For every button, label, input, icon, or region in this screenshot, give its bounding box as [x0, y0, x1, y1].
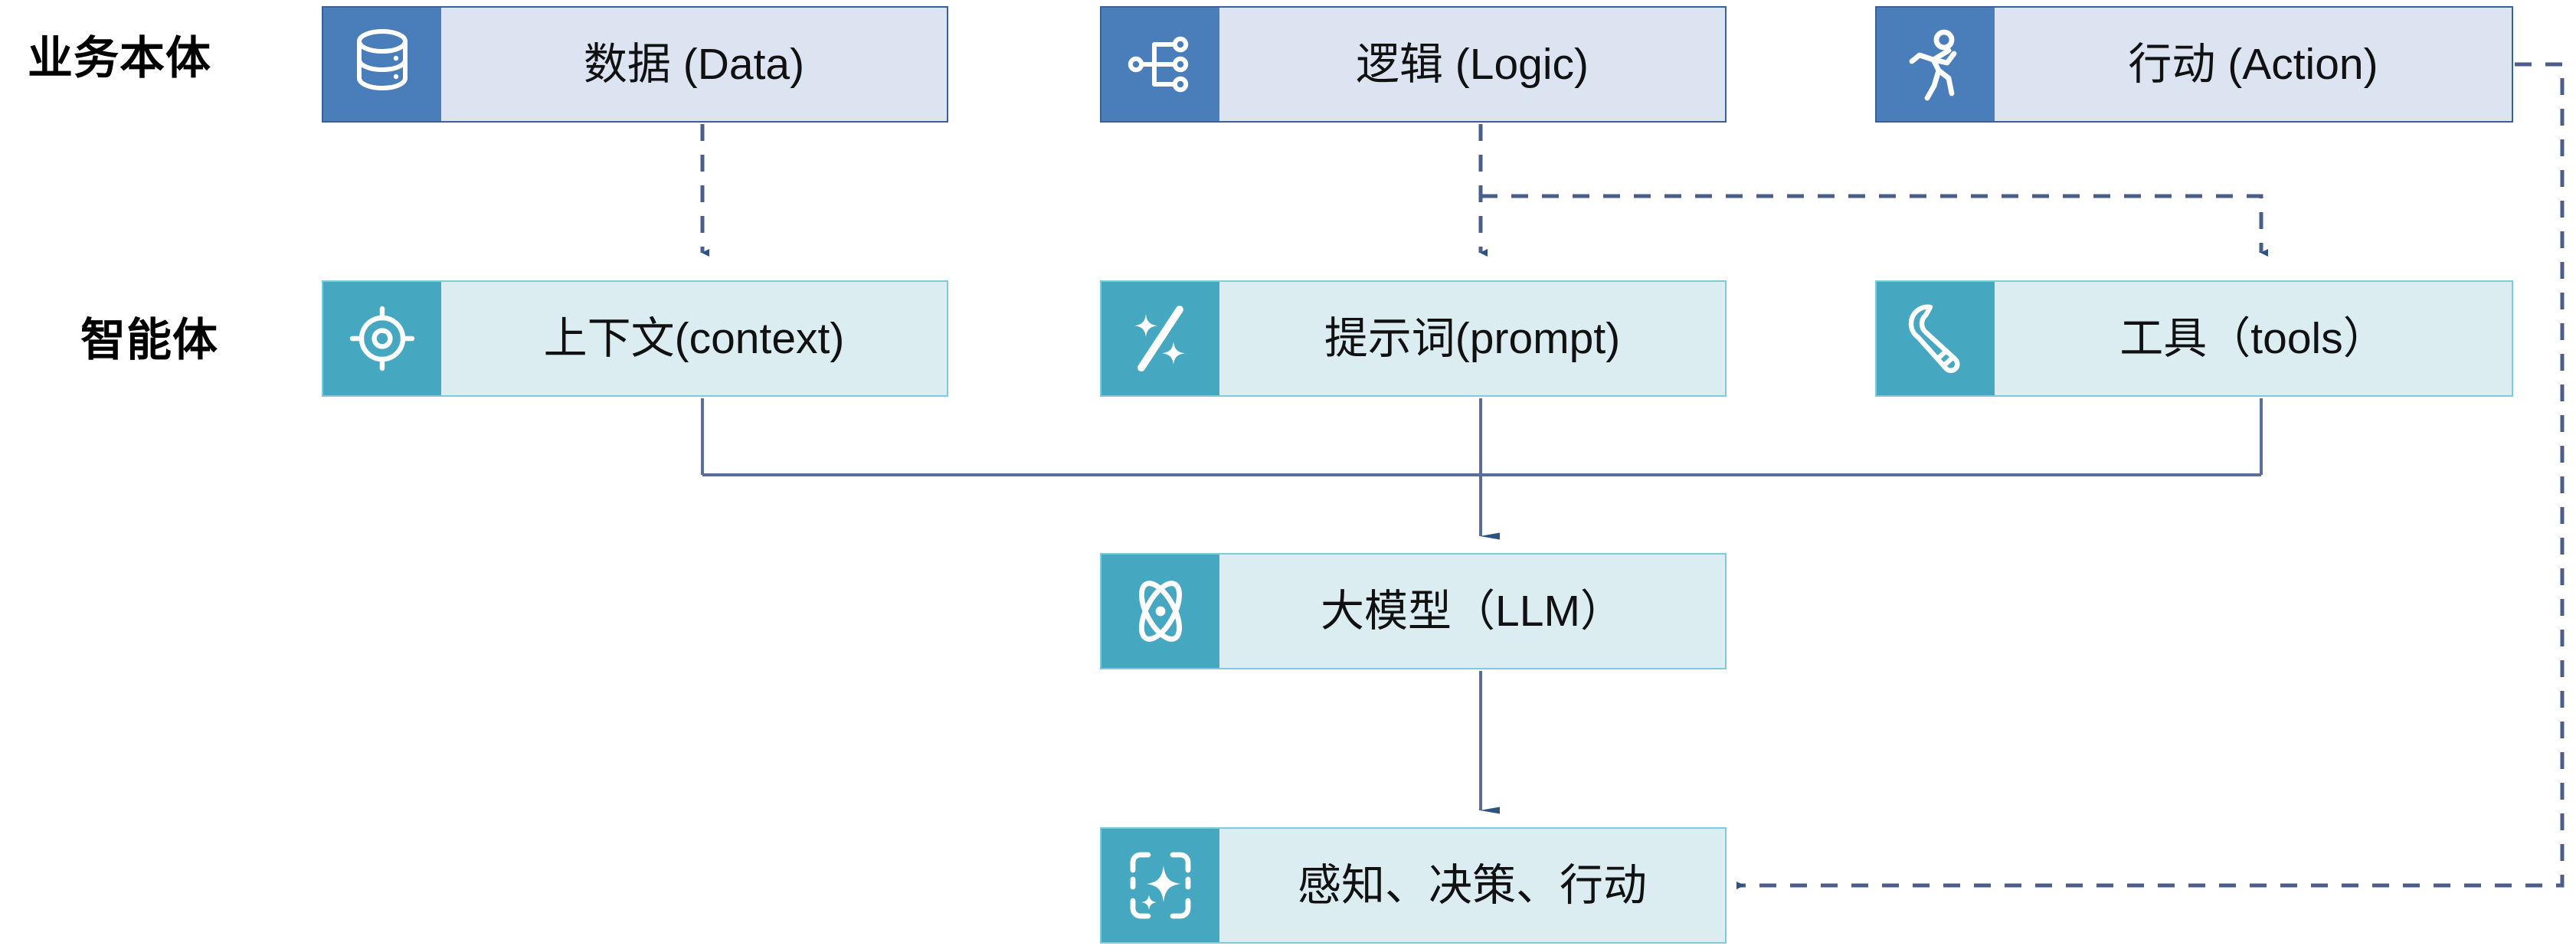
node-context-label: 上下文(context): [543, 313, 845, 363]
node-data-body: 数据 (Data): [441, 8, 947, 121]
node-tools-body: 工具（tools）: [1995, 282, 2512, 395]
running-person-icon: [1877, 8, 1995, 121]
sparkle-frame-icon: [1101, 829, 1219, 942]
node-llm-label: 大模型（LLM）: [1321, 586, 1624, 636]
wrench-icon: [1877, 282, 1995, 395]
node-pda-body: 感知、决策、行动: [1219, 829, 1725, 942]
node-logic[interactable]: 逻辑 (Logic): [1100, 6, 1727, 123]
node-llm[interactable]: 大模型（LLM）: [1100, 553, 1727, 669]
node-action-body: 行动 (Action): [1995, 8, 2512, 121]
row-label-agent: 智能体: [80, 315, 219, 365]
connector-action-to-pda: [1736, 62, 2565, 889]
target-icon: [323, 282, 441, 395]
node-action[interactable]: 行动 (Action): [1875, 6, 2513, 123]
node-action-label: 行动 (Action): [2128, 39, 2378, 89]
database-icon: [323, 8, 441, 121]
node-logic-body: 逻辑 (Logic): [1219, 8, 1725, 121]
node-perceive-decide-act[interactable]: 感知、决策、行动: [1100, 827, 1727, 944]
node-prompt[interactable]: 提示词(prompt): [1100, 280, 1727, 397]
node-prompt-body: 提示词(prompt): [1219, 282, 1725, 395]
node-data[interactable]: 数据 (Data): [322, 6, 948, 123]
node-context-body: 上下文(context): [441, 282, 947, 395]
connector-agent-bus-to-llm: [701, 398, 2263, 540]
node-data-label: 数据 (Data): [583, 39, 805, 89]
node-llm-body: 大模型（LLM）: [1219, 555, 1725, 668]
hierarchy-icon: [1101, 8, 1219, 121]
node-prompt-label: 提示词(prompt): [1324, 313, 1621, 363]
node-tools-label: 工具（tools）: [2119, 313, 2387, 363]
connector-logic-to-tools: [1481, 194, 2268, 257]
atom-icon: [1101, 555, 1219, 668]
node-logic-label: 逻辑 (Logic): [1355, 39, 1589, 89]
magic-wand-icon: [1101, 282, 1219, 395]
node-pda-label: 感知、决策、行动: [1298, 860, 1647, 910]
node-context[interactable]: 上下文(context): [322, 280, 948, 397]
row-label-business: 业务本体: [28, 33, 212, 83]
node-tools[interactable]: 工具（tools）: [1875, 280, 2513, 397]
